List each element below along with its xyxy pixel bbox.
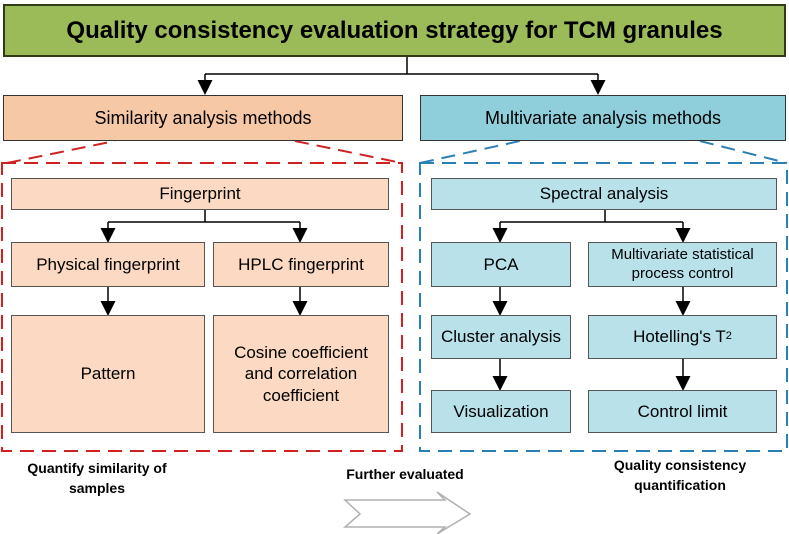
hotelling-label: Hotelling's T [633, 327, 726, 347]
multivariate-methods-header: Multivariate analysis methods [420, 95, 786, 141]
visualization-box: Visualization [431, 390, 571, 433]
control-limit-box: Control limit [588, 390, 777, 433]
cosine-correlation-box: Cosine coefficient and correlation coeff… [213, 315, 389, 433]
left-funnel-outline [1, 140, 403, 452]
middle-caption: Further evaluated [346, 466, 464, 482]
mspc-box: Multivariate statistical process control [588, 242, 777, 287]
fingerprint-box: Fingerprint [11, 178, 389, 210]
hplc-fingerprint-box: HPLC fingerprint [213, 242, 389, 287]
right-caption: Quality consistency quantification [613, 457, 747, 493]
right-inner-connectors [492, 210, 691, 391]
hotelling-superscript: 2 [725, 330, 732, 343]
pattern-box: Pattern [11, 315, 205, 433]
pca-box: PCA [431, 242, 571, 287]
further-evaluated-arrow [342, 491, 472, 534]
cluster-analysis-box: Cluster analysis [431, 315, 571, 359]
physical-fingerprint-box: Physical fingerprint [11, 242, 205, 287]
diagram-title: Quality consistency evaluation strategy … [3, 4, 786, 57]
right-funnel-outline [419, 140, 788, 452]
left-caption: Quantify similarity of samples [27, 460, 167, 496]
left-inner-connectors [100, 210, 308, 316]
title-split-connector [197, 57, 606, 95]
spectral-analysis-box: Spectral analysis [431, 178, 777, 210]
similarity-methods-header: Similarity analysis methods [3, 95, 403, 141]
